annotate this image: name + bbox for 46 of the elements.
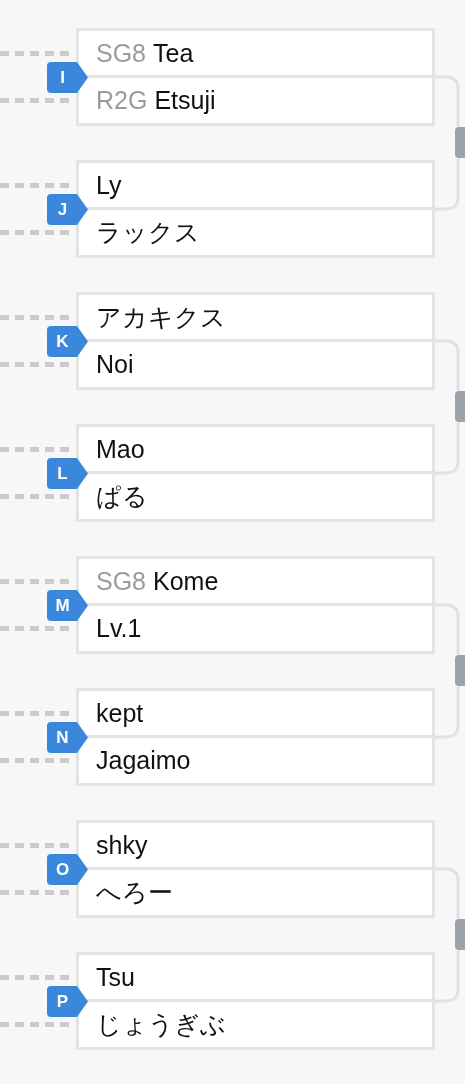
bracket-line (435, 75, 460, 127)
bracket-line (435, 686, 460, 739)
player-name: Tea (153, 40, 194, 66)
match-badge: P (47, 986, 88, 1017)
player-name: アカキクス (96, 304, 226, 330)
player-name: Lv.1 (96, 616, 142, 641)
player-name: Etsuji (154, 88, 216, 113)
match-box (76, 28, 435, 126)
seed-label: R2G (96, 88, 148, 113)
bracket-handle (455, 391, 465, 422)
bracket-handle (455, 919, 465, 950)
player-name: shky (96, 832, 148, 858)
player-name: Jagaimo (96, 748, 191, 773)
player-name: kept (96, 700, 144, 726)
player-name: へろー (96, 880, 173, 905)
match-badge: K (47, 326, 88, 357)
bracket-line (435, 339, 460, 391)
player-name: ぱる (96, 484, 148, 509)
bracket-handle (455, 655, 465, 686)
player-name: Noi (96, 352, 134, 377)
player-name: じょうぎぶ (96, 1012, 226, 1037)
bracket-line (435, 422, 460, 475)
match-box (76, 424, 435, 522)
player-name: ラックス (96, 220, 200, 245)
bracket-line (435, 603, 460, 655)
match-badge: L (47, 458, 88, 489)
match-badge: J (47, 194, 88, 225)
match-badge: O (47, 854, 88, 885)
match-badge: N (47, 722, 88, 753)
match-badge: I (47, 62, 88, 93)
match-box (76, 952, 435, 1050)
match-box (76, 160, 435, 258)
bracket-handle (455, 127, 465, 158)
seed-label: SG8 (96, 40, 147, 66)
match-box (76, 556, 435, 654)
player-name: Kome (153, 568, 219, 594)
match-box (76, 292, 435, 390)
bracket-line (435, 867, 460, 919)
player-name: Mao (96, 436, 145, 462)
match-box (76, 820, 435, 918)
player-name: Ly (96, 172, 122, 198)
seed-label: SG8 (96, 568, 147, 594)
player-name: Tsu (96, 964, 135, 990)
match-box (76, 688, 435, 786)
bracket-line (435, 158, 460, 211)
bracket-line (435, 950, 460, 1003)
